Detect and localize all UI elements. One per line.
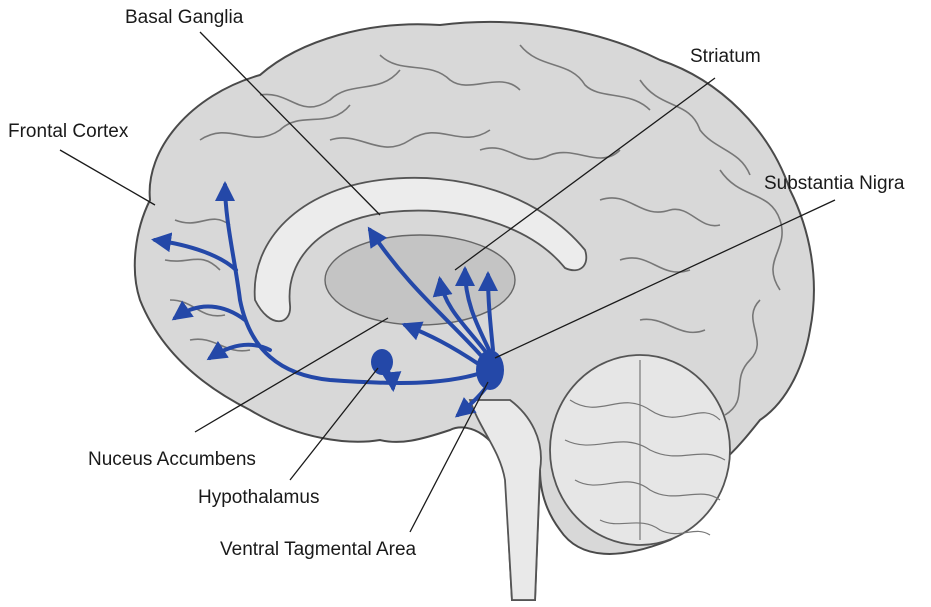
cerebellum [550,355,730,545]
label-hypothalamus: Hypothalamus [198,488,319,507]
label-striatum: Striatum [690,47,761,66]
label-frontal-cortex: Frontal Cortex [8,122,128,141]
nucleus-accumbens-node [371,349,393,375]
leader-frontal [60,150,155,205]
label-substantia-nigra: Substantia Nigra [764,174,904,193]
label-ventral-tegmental-area: Ventral Tagmental Area [220,540,416,559]
label-nucleus-accumbens: Nuceus Accumbens [88,450,256,469]
label-basal-ganglia: Basal Ganglia [125,8,243,27]
